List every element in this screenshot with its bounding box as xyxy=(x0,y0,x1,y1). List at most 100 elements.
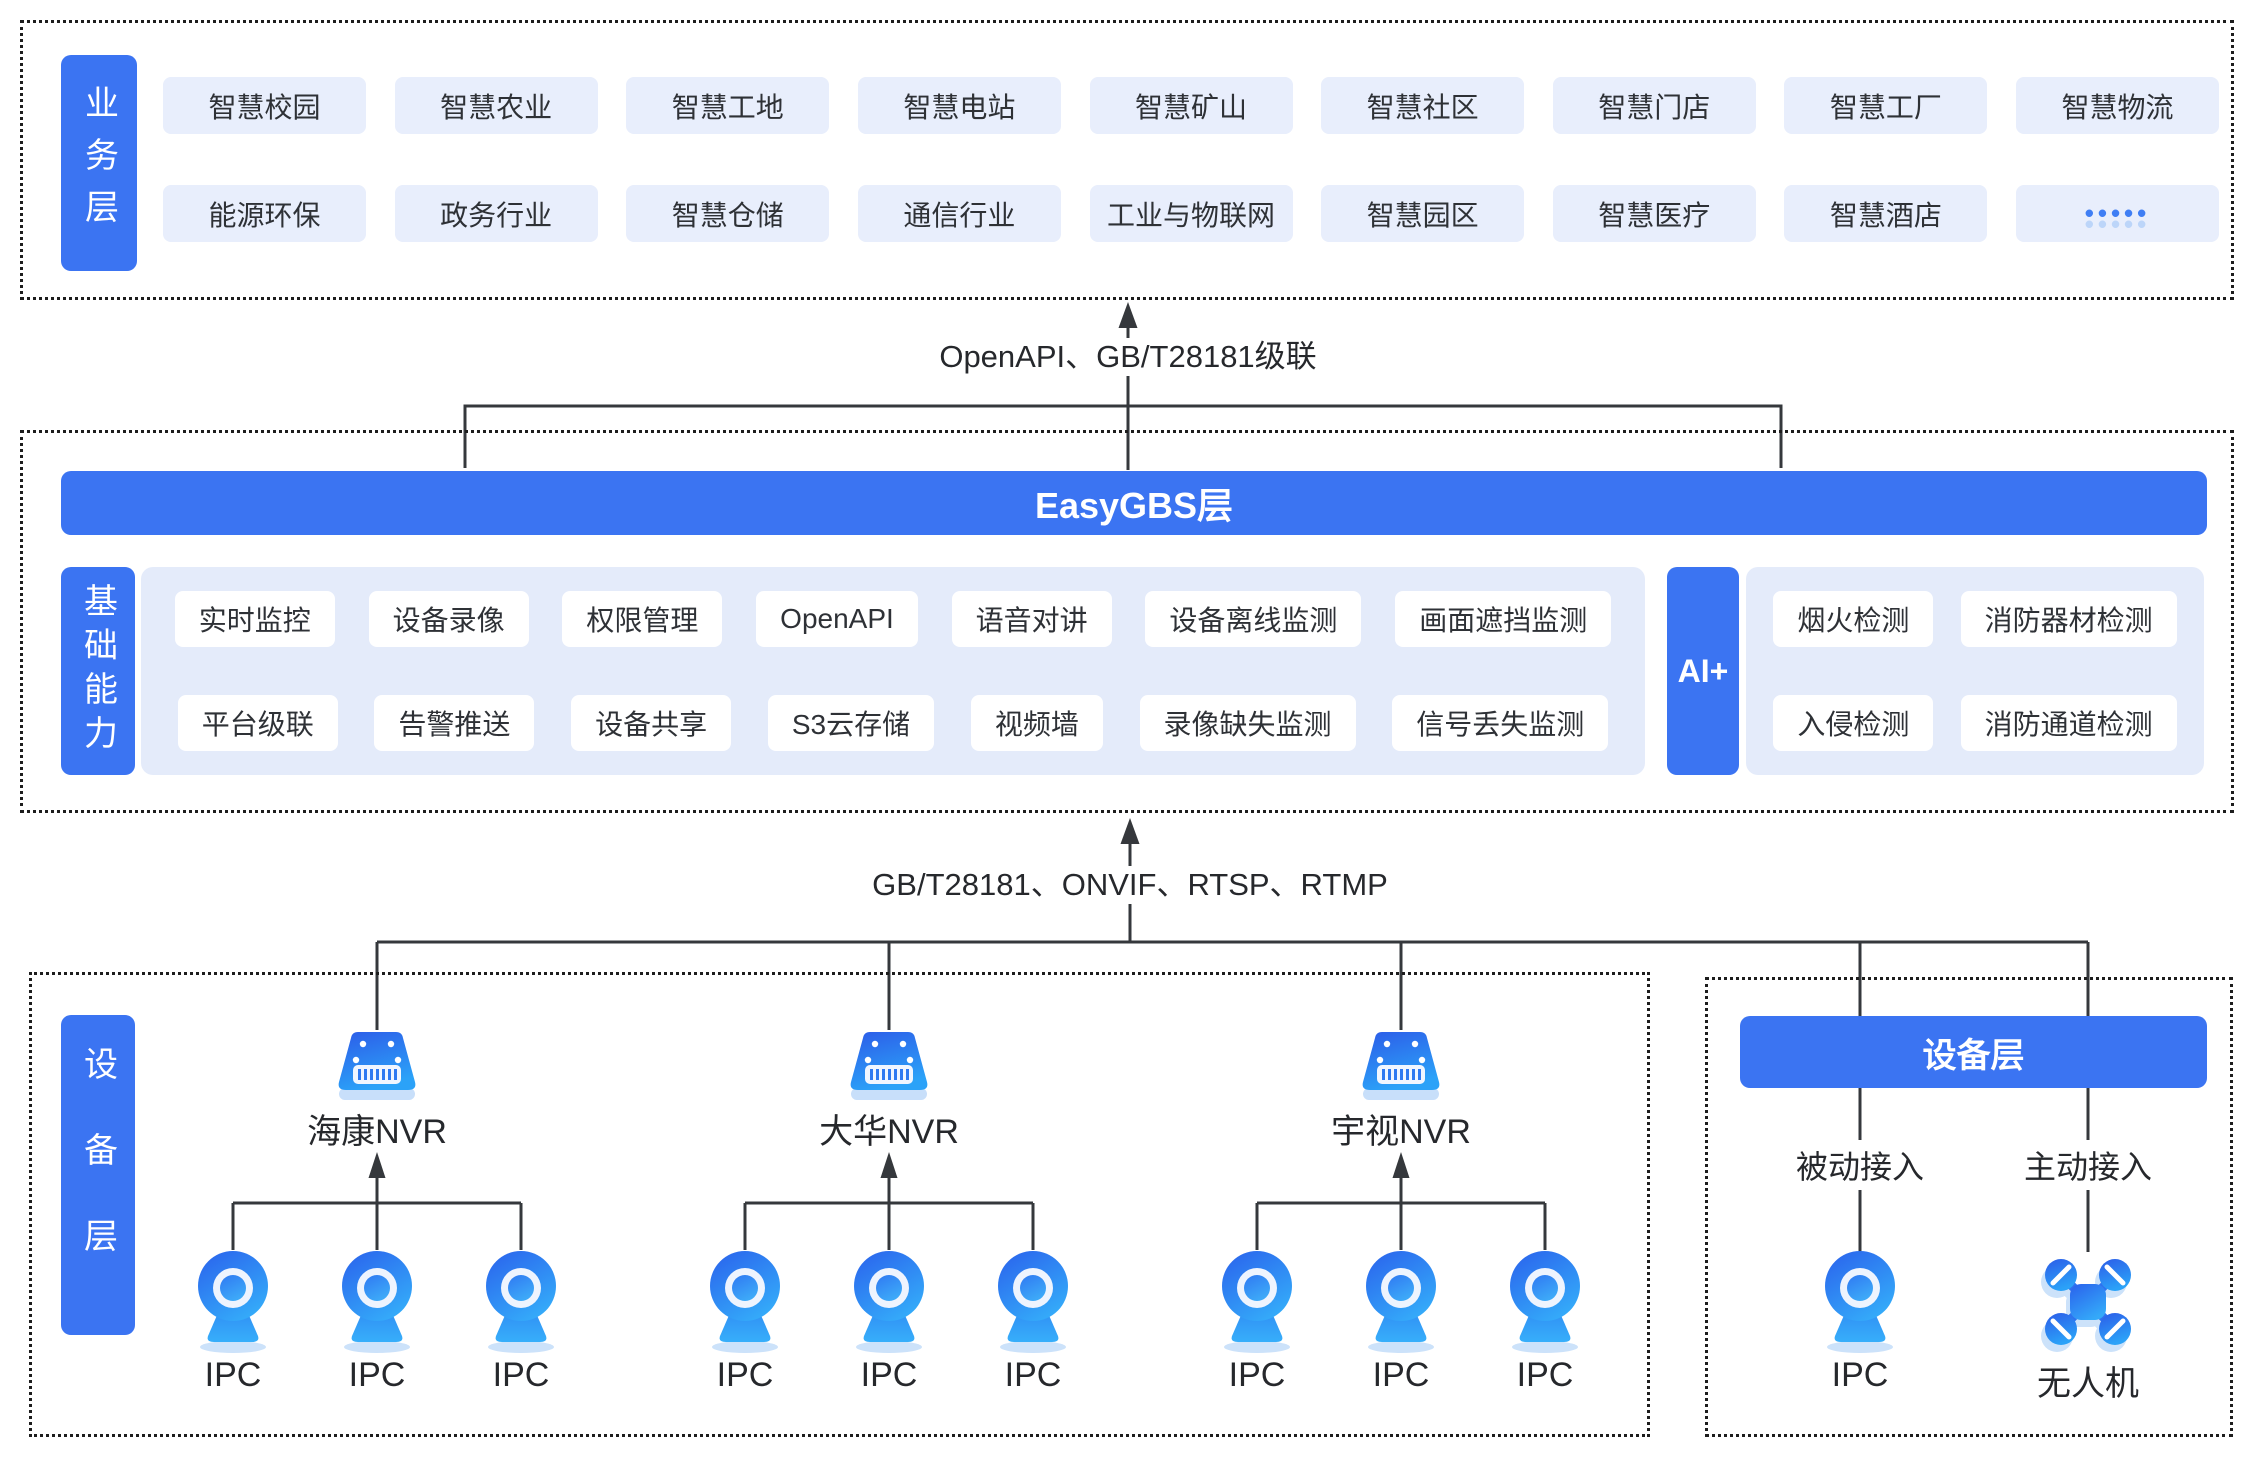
business-layer-section: 业务层 智慧校园 智慧农业 智慧工地 智慧电站 智慧矿山 智慧社区 智慧门店 智… xyxy=(20,20,2234,300)
business-chip: 智慧工地 xyxy=(626,77,830,134)
nvr-label: 海康NVR xyxy=(307,1113,447,1151)
business-row-2: 能源环保 政务行业 智慧仓储 通信行业 工业与物联网 智慧园区 智慧医疗 智慧酒… xyxy=(163,185,2219,242)
ipc-node xyxy=(985,1248,1081,1359)
nvr-icon xyxy=(850,1032,928,1100)
capability-chip: 实时监控 xyxy=(174,591,335,647)
business-chip: 智慧医疗 xyxy=(1552,185,1756,242)
bottom-connector-label: GB/T28181、ONVIF、RTSP、RTMP xyxy=(856,866,1404,904)
drone-label: 无人机 xyxy=(2037,1365,2139,1403)
ipc-label: IPC xyxy=(204,1356,262,1394)
ipc-label: IPC xyxy=(348,1356,406,1394)
capability-chip: 信号丢失监测 xyxy=(1392,695,1609,751)
capability-row-2: 平台级联 告警推送 设备共享 S3云存储 视频墙 录像缺失监测 信号丢失监测 xyxy=(141,695,1645,751)
nvr-icon xyxy=(338,1032,416,1100)
active-access-label: 主动接入 xyxy=(2013,1140,2163,1190)
business-layer-label: 业务层 xyxy=(61,55,137,271)
ipc-label: IPC xyxy=(1831,1356,1889,1394)
business-chip: 智慧电站 xyxy=(857,77,1061,134)
ipc-label: IPC xyxy=(1004,1356,1062,1394)
ipc-icon xyxy=(1510,1251,1580,1353)
ipc-icon xyxy=(998,1251,1068,1353)
business-chip: 智慧农业 xyxy=(394,77,598,134)
base-capability-panel: 实时监控 设备录像 权限管理 OpenAPI 语音对讲 设备离线监测 画面遮挡监… xyxy=(141,567,1645,775)
ipc-label: IPC xyxy=(1372,1356,1430,1394)
ipc-icon xyxy=(854,1251,924,1353)
ipc-node xyxy=(841,1248,937,1359)
business-chip: 智慧社区 xyxy=(1321,77,1525,134)
capability-chip: 设备录像 xyxy=(368,591,529,647)
capability-chip: 告警推送 xyxy=(374,695,535,751)
ipc-label: IPC xyxy=(1516,1356,1574,1394)
ai-row-1: 烟火检测 消防器材检测 xyxy=(1746,591,2204,647)
ai-chip: 消防器材检测 xyxy=(1960,591,2177,647)
business-chip: 智慧物流 xyxy=(2016,77,2219,134)
ipc-label: IPC xyxy=(1228,1356,1286,1394)
ipc-node xyxy=(1812,1248,1908,1359)
ipc-node xyxy=(697,1248,793,1359)
business-chip: 智慧门店 xyxy=(1552,77,1756,134)
business-chip: 能源环保 xyxy=(163,185,366,242)
capability-chip: S3云存储 xyxy=(767,695,935,751)
ipc-icon xyxy=(1825,1251,1895,1353)
nvr-node xyxy=(839,1028,939,1109)
passive-access-label: 被动接入 xyxy=(1785,1140,1935,1190)
base-capability-label: 基础能力 xyxy=(61,567,135,775)
capability-chip: 设备离线监测 xyxy=(1145,591,1362,647)
capability-chip: 录像缺失监测 xyxy=(1139,695,1356,751)
ipc-node xyxy=(1209,1248,1305,1359)
ai-row-2: 入侵检测 消防通道检测 xyxy=(1746,695,2204,751)
nvr-icon xyxy=(1362,1032,1440,1100)
easygbs-banner: EasyGBS层 xyxy=(61,471,2207,535)
nvr-node xyxy=(1351,1028,1451,1109)
ai-chip: 烟火检测 xyxy=(1773,591,1934,647)
business-row-1: 智慧校园 智慧农业 智慧工地 智慧电站 智慧矿山 智慧社区 智慧门店 智慧工厂 … xyxy=(163,77,2219,134)
ai-chip: 消防通道检测 xyxy=(1960,695,2177,751)
capability-chip: 权限管理 xyxy=(562,591,723,647)
device-layer-banner: 设备层 xyxy=(1740,1016,2207,1088)
ai-plus-label: AI+ xyxy=(1667,567,1739,775)
ipc-node xyxy=(1497,1248,1593,1359)
nvr-label: 大华NVR xyxy=(819,1113,959,1151)
capability-chip: 视频墙 xyxy=(970,695,1103,751)
nvr-label: 宇视NVR xyxy=(1331,1113,1471,1151)
business-chip: 政务行业 xyxy=(394,185,598,242)
nvr-node xyxy=(327,1028,427,1109)
device-layer-label: 设备层 xyxy=(61,1015,135,1335)
ipc-label: IPC xyxy=(860,1356,918,1394)
ai-chip: 入侵检测 xyxy=(1773,695,1934,751)
drone-node xyxy=(2038,1252,2138,1357)
easygbs-layer-section: EasyGBS层 基础能力 实时监控 设备录像 权限管理 OpenAPI 语音对… xyxy=(20,430,2234,813)
ipc-icon xyxy=(1222,1251,1292,1353)
device-layer-left-section: 设备层 xyxy=(29,972,1650,1437)
capability-chip: 语音对讲 xyxy=(951,591,1112,647)
ipc-label: IPC xyxy=(492,1356,550,1394)
business-chip: 智慧仓储 xyxy=(626,185,830,242)
ipc-icon xyxy=(710,1251,780,1353)
business-chip: 智慧酒店 xyxy=(1784,185,1988,242)
ipc-icon xyxy=(198,1251,268,1353)
ipc-node xyxy=(473,1248,569,1359)
ipc-label: IPC xyxy=(716,1356,774,1394)
ai-capability-panel: 烟火检测 消防器材检测 入侵检测 消防通道检测 xyxy=(1746,567,2204,775)
ipc-node xyxy=(329,1248,425,1359)
business-chip: 智慧校园 xyxy=(163,77,366,134)
ipc-node xyxy=(185,1248,281,1359)
top-connector-label: OpenAPI、GB/T28181级联 xyxy=(923,338,1333,376)
business-chip: 智慧工厂 xyxy=(1784,77,1988,134)
ipc-icon xyxy=(342,1251,412,1353)
capability-chip: 平台级联 xyxy=(177,695,338,751)
device-layer-right-section: 设备层 xyxy=(1705,977,2233,1437)
more-ellipsis-chip: ••••• xyxy=(2016,185,2219,242)
ipc-icon xyxy=(486,1251,556,1353)
capability-chip: OpenAPI xyxy=(756,591,918,647)
ipc-icon xyxy=(1366,1251,1436,1353)
business-chip: 智慧矿山 xyxy=(1089,77,1293,134)
capability-row-1: 实时监控 设备录像 权限管理 OpenAPI 语音对讲 设备离线监测 画面遮挡监… xyxy=(141,591,1645,647)
capability-chip: 设备共享 xyxy=(571,695,732,751)
capability-chip: 画面遮挡监测 xyxy=(1395,591,1612,647)
business-chip: 工业与物联网 xyxy=(1089,185,1293,242)
business-chip: 通信行业 xyxy=(857,185,1061,242)
business-chip: 智慧园区 xyxy=(1321,185,1525,242)
